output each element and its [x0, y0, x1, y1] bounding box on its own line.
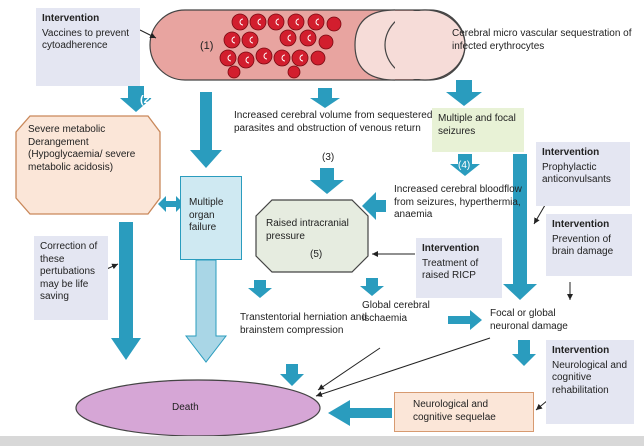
- intervention-vaccines-box: Intervention Vaccines to prevent cytoadh…: [36, 8, 140, 86]
- intervention-brain-damage-box: Intervention Prevention of brain damage: [546, 214, 632, 276]
- sequestration-text: Cerebral micro vascular sequestration of…: [452, 28, 632, 52]
- raised-icp-text: Raised intracranial pressure (5): [266, 218, 362, 262]
- intervention-anticonvulsants-box: Intervention Prophylactic anticonvulsant…: [536, 142, 630, 206]
- seizures-box: Multiple and focal seizures: [432, 108, 524, 152]
- sequelae-box: Neurological and cognitive sequelae: [394, 392, 534, 432]
- intervention-title: Intervention: [422, 243, 480, 254]
- vaccine-pointer: [139, 29, 157, 39]
- anticonvulsants-text: Prophylactic anticonvulsants: [542, 161, 611, 186]
- ischaemia-text: Global cerebral ischaemia: [362, 300, 430, 324]
- label-3: (3): [322, 152, 335, 163]
- vaccines-text: Vaccines to prevent cytoadherence: [42, 27, 130, 52]
- raised-icp-label: Raised intracranial pressure: [266, 218, 349, 242]
- label-5: (5): [310, 249, 323, 260]
- bottom-bar: [0, 436, 644, 446]
- transtentorial-text: Transtentorial herniation and brainstem …: [240, 312, 367, 336]
- cerebral-volume-text: Increased cerebral volume from sequester…: [234, 110, 433, 134]
- intervention-ricp-box: Intervention Treatment of raised RICP: [416, 238, 502, 298]
- flow-arrows: [111, 80, 537, 426]
- intervention-title: Intervention: [552, 345, 610, 356]
- metabolic-text: Severe metabolic Derangement (Hypoglycae…: [28, 124, 136, 173]
- intervention-title: Intervention: [542, 147, 600, 158]
- rehab-text: Neurological and cognitive rehabilitatio…: [552, 359, 628, 396]
- label-2: (2): [140, 94, 154, 106]
- correction-box: Correction of these pertubations may be …: [34, 236, 108, 320]
- neuronal-damage-text: Focal or global neuronal damage: [490, 308, 568, 332]
- death-label: Death: [172, 402, 199, 413]
- intervention-rehab-box: Intervention Neurological and cognitive …: [546, 340, 634, 424]
- intervention-title: Intervention: [42, 13, 100, 24]
- intervention-title: Intervention: [552, 219, 610, 230]
- treatment-ricp-text: Treatment of raised RICP: [422, 257, 479, 282]
- label-1: (1): [200, 40, 214, 52]
- organ-failure-box: Multiple organ failure: [180, 176, 242, 260]
- bloodflow-text: Increased cerebral bloodflow from seizur…: [394, 184, 522, 220]
- label-4: (4): [458, 160, 471, 171]
- brain-damage-text: Prevention of brain damage: [552, 233, 614, 258]
- organ-failure-arrow: [184, 259, 228, 363]
- raised-icp-octagon: [255, 199, 369, 273]
- metabolic-shape: [15, 115, 161, 215]
